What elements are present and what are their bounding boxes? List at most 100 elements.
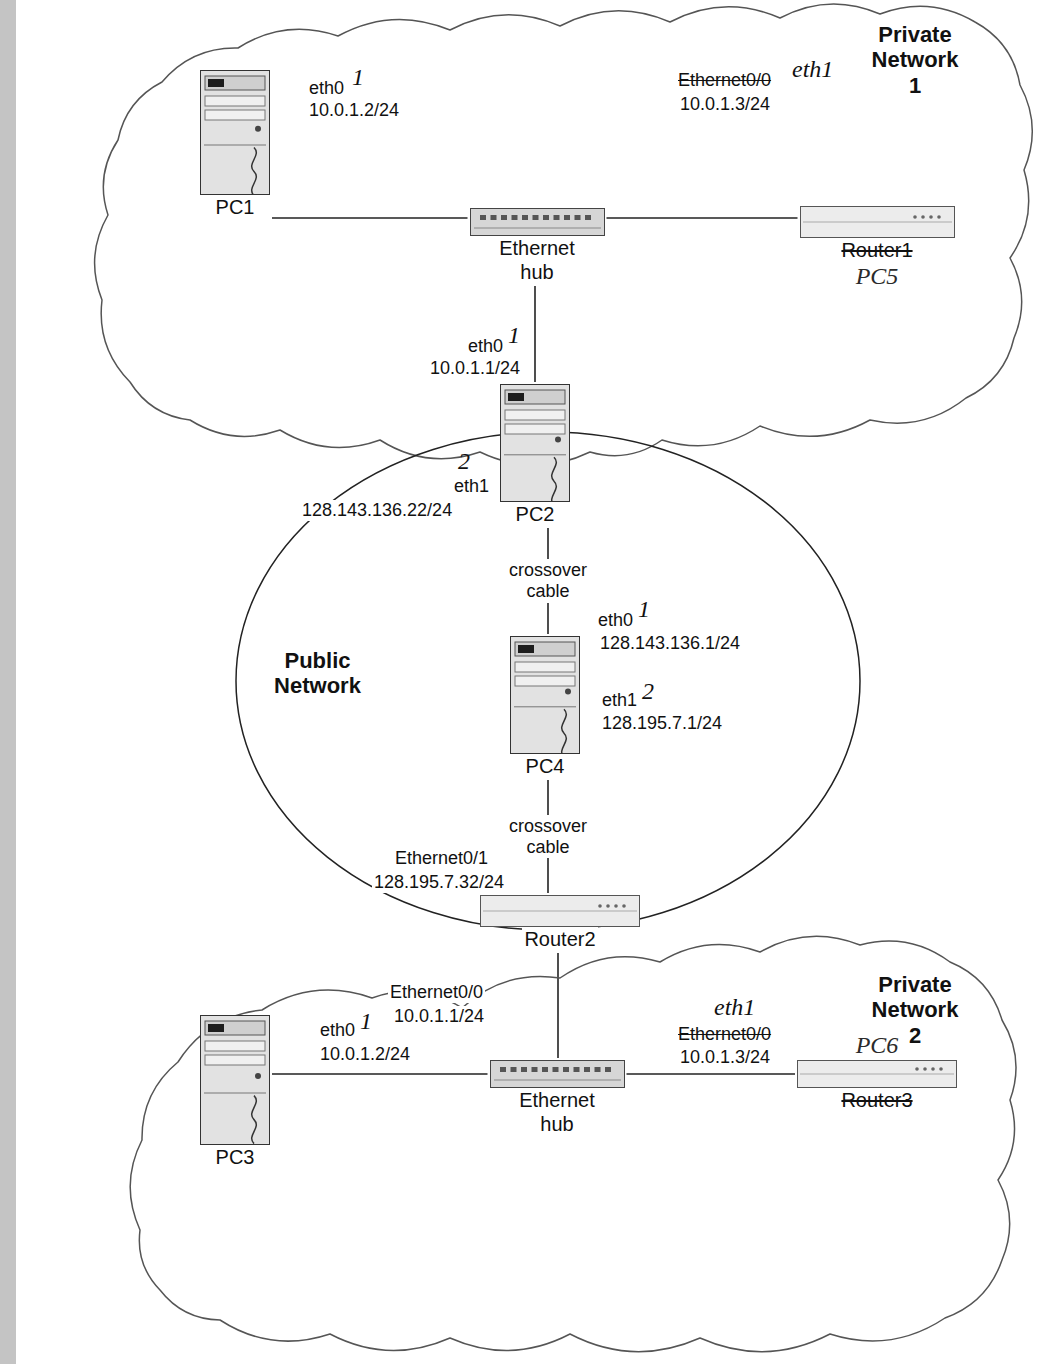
pc-node: PC4 xyxy=(508,634,582,780)
handwritten-note: 1 xyxy=(358,1008,374,1036)
handwritten-name: PC6 xyxy=(854,1031,901,1060)
device-name: Router1 xyxy=(839,238,914,262)
handwritten-note: 1 xyxy=(636,596,652,624)
pc-bay xyxy=(505,390,565,404)
router-led xyxy=(913,215,917,219)
router-led xyxy=(606,904,610,908)
router-case xyxy=(798,1061,957,1088)
pc-display xyxy=(208,79,224,87)
pc-drive xyxy=(205,96,265,106)
router-trim xyxy=(803,222,952,223)
interface-label: 128.195.7.1/24 xyxy=(600,713,724,734)
device-name: Ethernet hub xyxy=(505,1088,609,1136)
hub-trim xyxy=(494,1080,621,1081)
pc-panel-line xyxy=(514,706,576,707)
handwritten-note: eth1 xyxy=(790,56,835,84)
router-icon xyxy=(800,206,955,238)
pc-drive xyxy=(205,1041,265,1051)
router-led xyxy=(915,1067,919,1071)
router-icon xyxy=(480,895,640,927)
router-led xyxy=(939,1067,943,1071)
pc-panel-line xyxy=(204,1093,266,1094)
pc-drive xyxy=(505,410,565,420)
interface-label: 10.0.1.1/24 xyxy=(428,358,522,379)
region-title: Public Network xyxy=(255,648,380,699)
interface-label: 10.0.1.2/24 xyxy=(318,1044,412,1065)
pc-display xyxy=(508,393,524,401)
router-led xyxy=(614,904,618,908)
hub-port xyxy=(552,1067,558,1072)
cable-label: crossover cable xyxy=(500,815,596,858)
hub-port xyxy=(574,215,580,220)
pc-button xyxy=(255,1073,261,1079)
pc-case xyxy=(201,70,270,194)
pc-drive xyxy=(505,424,565,434)
device-name: Ethernet hub xyxy=(485,236,589,284)
pc-bay xyxy=(205,1021,265,1035)
hub-port xyxy=(490,215,496,220)
hub-port xyxy=(564,215,570,220)
network-cable xyxy=(272,1073,488,1075)
interface-label: eth0 xyxy=(596,610,635,631)
hub-port xyxy=(500,1067,506,1072)
router-node: Router3PC6 xyxy=(795,1029,959,1114)
pc-drive xyxy=(515,676,575,686)
hub-node: Ethernet hub xyxy=(468,206,607,286)
device-name: PC3 xyxy=(214,1145,257,1169)
hub-port xyxy=(521,1067,527,1072)
pc-node: PC1 xyxy=(198,68,272,221)
router-case xyxy=(481,896,640,927)
struck-interface-name: Ethernet0/0 xyxy=(676,1024,773,1045)
handwritten-note: 2 xyxy=(456,448,472,476)
hub-port xyxy=(501,215,507,220)
router-led xyxy=(937,215,941,219)
hub-case xyxy=(490,1061,624,1088)
handwritten-note: 2 xyxy=(640,678,656,706)
hub-icon xyxy=(490,1060,625,1088)
interface-label: 10.0.1.3/24 xyxy=(678,94,772,115)
hub-case xyxy=(470,209,604,236)
router-led xyxy=(921,215,925,219)
device-name: PC2 xyxy=(514,502,557,526)
pc-cable xyxy=(252,1096,257,1144)
pc-bay xyxy=(205,76,265,90)
hub-port xyxy=(531,1067,537,1072)
hub-port xyxy=(480,215,486,220)
pc-node: PC2 xyxy=(498,382,572,528)
pc-bay xyxy=(515,642,575,656)
hub-port xyxy=(585,215,591,220)
handwritten-note: 1 xyxy=(350,64,366,92)
router-trim xyxy=(800,1074,954,1075)
interface-label: 10.0.1.3/24 xyxy=(678,1047,772,1068)
scan-border-bar xyxy=(0,0,16,1364)
private-network-cloud: Private Network 2PC3Ethernet hubRouter3P… xyxy=(125,935,1025,1355)
cloud-outline xyxy=(130,936,1016,1351)
hub-port xyxy=(553,215,559,220)
router-led xyxy=(929,215,933,219)
ellipse-outline xyxy=(236,432,860,930)
pc-drive xyxy=(515,662,575,672)
handwritten-name: PC5 xyxy=(854,262,901,291)
router-node: Router1PC5 xyxy=(798,204,957,293)
router-icon xyxy=(797,1060,957,1088)
interface-label: 10.0.1.2/24 xyxy=(307,100,401,121)
hub-port xyxy=(532,215,538,220)
device-name: PC1 xyxy=(214,195,257,219)
hub-port xyxy=(584,1067,590,1072)
pc-icon xyxy=(200,1015,270,1145)
router-case xyxy=(800,207,954,238)
hub-port xyxy=(522,215,528,220)
hub-port xyxy=(542,1067,548,1072)
hub-node: Ethernet hub xyxy=(488,1058,627,1138)
pc-cable xyxy=(252,147,257,195)
interface-label: Ethernet0/0 xyxy=(388,982,485,1003)
pc-icon xyxy=(500,384,570,502)
region-title: Private Network 1 xyxy=(865,22,965,98)
pc-panel-line xyxy=(204,144,266,145)
pc-drive xyxy=(205,110,265,120)
router-trim xyxy=(483,911,637,912)
router-led xyxy=(931,1067,935,1071)
pc-button xyxy=(565,688,571,694)
interface-label: eth1 xyxy=(452,476,491,497)
